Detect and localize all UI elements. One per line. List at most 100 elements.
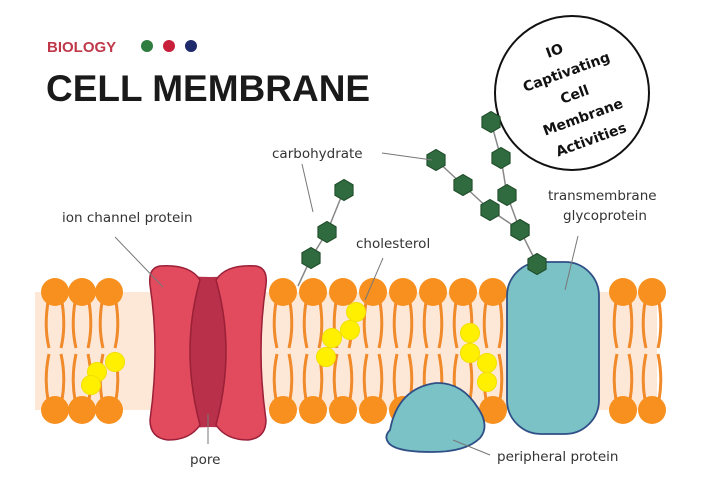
- lipid-tail: [272, 301, 279, 349]
- page-title: CELL MEMBRANE: [46, 68, 370, 109]
- carbohydrate-chain: [297, 178, 354, 287]
- cholesterol-molecules: [81, 302, 497, 395]
- lipid-head: [41, 278, 69, 306]
- cholesterol-ring: [460, 343, 480, 363]
- cholesterol-ring: [460, 323, 480, 343]
- lipid-tail: [272, 353, 279, 401]
- lipid-tail: [656, 353, 663, 401]
- header-dot-red: [163, 40, 175, 52]
- lipid-tail: [627, 353, 634, 401]
- label-glycoprotein: glycoprotein: [563, 208, 647, 224]
- lipid-tail: [392, 301, 399, 349]
- label-carbohydrate: carbohydrate: [272, 146, 363, 162]
- lipid-head: [479, 278, 507, 306]
- leader-carbohydrate-right: [381, 152, 433, 161]
- sugar-unit: [334, 178, 354, 202]
- badge-line-1: IO: [544, 41, 566, 62]
- ion-channel-protein: [148, 265, 268, 441]
- lipid-head: [95, 278, 123, 306]
- cholesterol-ring: [316, 347, 336, 367]
- lipid-tail: [612, 353, 619, 401]
- lipid-tail: [497, 301, 504, 349]
- lipid-head: [95, 396, 123, 424]
- phospholipid-pair: [269, 278, 297, 424]
- lipid-tail: [437, 301, 444, 349]
- lipid-head: [329, 278, 357, 306]
- lipid-tail: [287, 353, 294, 401]
- cholesterol: [316, 302, 366, 367]
- glycosidic-bond: [435, 159, 521, 231]
- leader-carbohydrate-left: [301, 163, 314, 213]
- leader-lines: [114, 152, 579, 456]
- label-ion-channel-protein: ion channel protein: [62, 210, 193, 226]
- lipid-tail: [332, 353, 339, 401]
- lipid-head: [269, 278, 297, 306]
- lipid-head: [638, 278, 666, 306]
- carbohydrate-chains: [297, 110, 547, 287]
- sugar-unit: [317, 220, 337, 244]
- lipid-head: [299, 278, 327, 306]
- lipid-head: [41, 396, 69, 424]
- cholesterol-ring: [340, 320, 360, 340]
- sugar-unit: [510, 218, 530, 242]
- phospholipid-pair: [41, 278, 69, 424]
- cholesterol-ring: [105, 352, 125, 372]
- glycosidic-bond: [297, 189, 345, 287]
- lipid-tail: [482, 301, 489, 349]
- lipid-tail: [59, 301, 66, 349]
- lipid-tail: [362, 353, 369, 401]
- cholesterol: [460, 323, 497, 392]
- lipid-tail: [377, 301, 384, 349]
- sugar-unit: [480, 198, 500, 222]
- label-pore: pore: [190, 452, 220, 468]
- lipid-tail: [113, 301, 120, 349]
- lipid-tail: [71, 353, 78, 401]
- lipid-tail: [392, 353, 399, 401]
- cholesterol-ring: [477, 353, 497, 373]
- lipid-tail: [362, 301, 369, 349]
- lipid-tail: [641, 353, 648, 401]
- cholesterol-ring: [81, 375, 101, 395]
- activities-badge: IO Captivating Cell Membrane Activities: [494, 15, 650, 171]
- cholesterol-ring: [346, 302, 366, 322]
- lipid-tail: [44, 301, 51, 349]
- leader-cholesterol: [364, 257, 384, 301]
- lipid-tail: [302, 301, 309, 349]
- channel-left-subunit: [148, 265, 201, 441]
- lipid-head: [68, 396, 96, 424]
- sugar-unit: [497, 183, 517, 207]
- label-cholesterol: cholesterol: [356, 236, 430, 252]
- lipid-head: [359, 278, 387, 306]
- lipid-tail: [302, 353, 309, 401]
- header-dot-navy: [185, 40, 197, 52]
- lipid-tail: [59, 353, 66, 401]
- sugar-unit: [426, 148, 446, 172]
- lipid-tail: [452, 301, 459, 349]
- lipid-tail: [98, 301, 105, 349]
- phospholipid-pair: [359, 278, 387, 424]
- lipid-tail: [44, 353, 51, 401]
- leader-glycoprotein: [564, 235, 579, 291]
- lipid-head: [479, 396, 507, 424]
- phospholipid-pair: [95, 278, 123, 424]
- lipid-head: [269, 396, 297, 424]
- label-transmembrane: transmembrane: [548, 188, 657, 204]
- lipid-head: [359, 396, 387, 424]
- lipid-tail: [86, 301, 93, 349]
- lipid-head: [609, 396, 637, 424]
- lipid-tail: [422, 301, 429, 349]
- carbohydrate-chain: [426, 148, 530, 242]
- lipid-head: [419, 278, 447, 306]
- lipid-tail: [377, 353, 384, 401]
- sugar-unit: [481, 110, 501, 134]
- cholesterol: [81, 352, 125, 395]
- leader-peripheral: [452, 439, 491, 456]
- peripheral-protein: [385, 382, 486, 453]
- transmembrane-glycoprotein: [506, 261, 600, 435]
- lipid-tail: [287, 301, 294, 349]
- lipid-head: [68, 278, 96, 306]
- lipid-tail: [317, 301, 324, 349]
- lipid-tail: [641, 301, 648, 349]
- lipid-tail: [347, 353, 354, 401]
